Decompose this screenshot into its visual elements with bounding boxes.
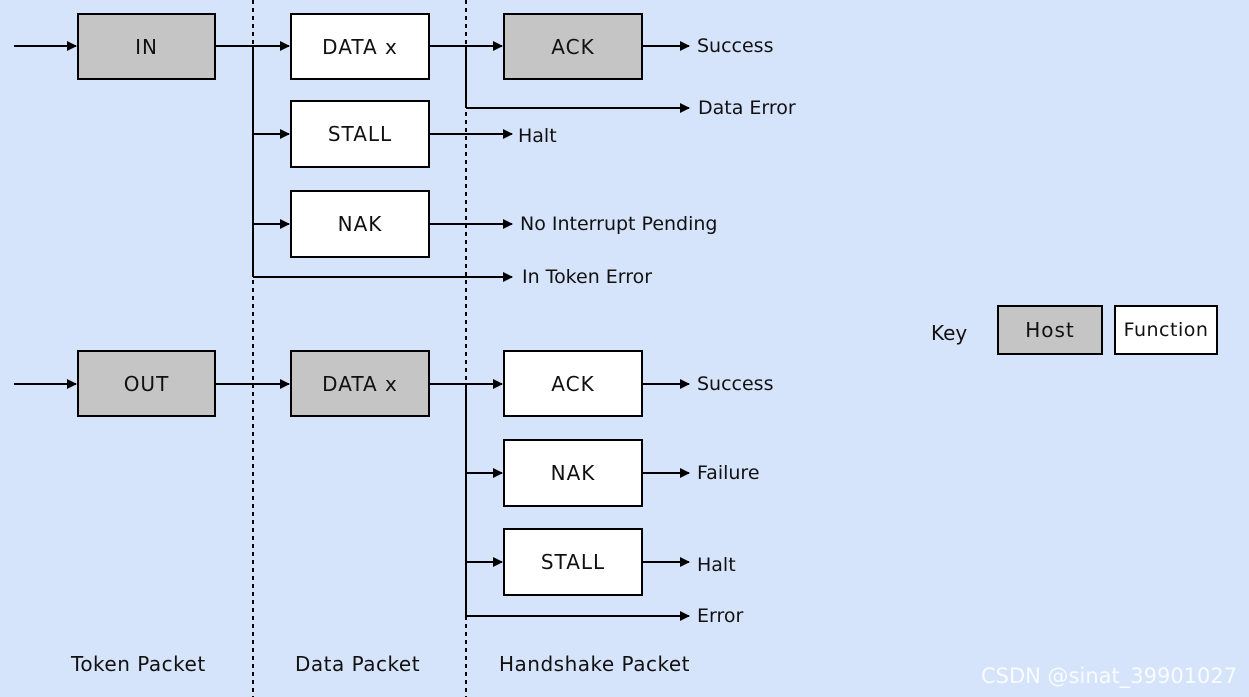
legend-host-box: Host [997, 305, 1103, 355]
in-stall-box: STALL [290, 100, 430, 168]
out-token-label: OUT [123, 371, 170, 396]
in-nak-label: NAK [337, 212, 383, 236]
out-ack-label: ACK [551, 371, 595, 396]
watermark: CSDN @sinat_39901027 [981, 664, 1238, 688]
out-success-label: Success [697, 373, 774, 395]
out-halt-label: Halt [697, 554, 736, 576]
in-token-box: IN [77, 13, 216, 80]
column-handshake-packet: Handshake Packet [499, 652, 690, 676]
out-ack-box: ACK [503, 350, 643, 417]
out-data-label: DATA x [322, 371, 398, 396]
out-token-box: OUT [77, 350, 216, 417]
in-data-box: DATA x [290, 13, 430, 80]
in-token-error-label: In Token Error [522, 266, 653, 288]
out-nak-label: NAK [550, 461, 596, 485]
legend-host-label: Host [1025, 318, 1075, 342]
legend-key-label: Key [931, 321, 968, 345]
out-stall-box: STALL [503, 528, 643, 596]
in-data-label: DATA x [322, 34, 398, 59]
legend-function-box: Function [1114, 305, 1218, 355]
in-ack-label: ACK [551, 34, 595, 59]
in-halt-label: Halt [518, 125, 557, 147]
in-ack-box: ACK [503, 13, 643, 80]
out-stall-label: STALL [540, 550, 606, 574]
legend-function-label: Function [1123, 319, 1209, 341]
in-success-label: Success [697, 35, 774, 57]
out-error-label: Error [697, 605, 744, 627]
out-nak-box: NAK [503, 439, 643, 507]
in-token-label: IN [135, 34, 158, 59]
column-data-packet: Data Packet [295, 652, 421, 676]
in-nak-box: NAK [290, 190, 430, 258]
out-failure-label: Failure [697, 462, 760, 484]
in-stall-label: STALL [327, 122, 393, 146]
column-token-packet: Token Packet [71, 652, 206, 676]
in-no-interrupt-label: No Interrupt Pending [520, 213, 718, 235]
out-data-box: DATA x [290, 350, 430, 417]
in-data-error-label: Data Error [698, 97, 796, 119]
